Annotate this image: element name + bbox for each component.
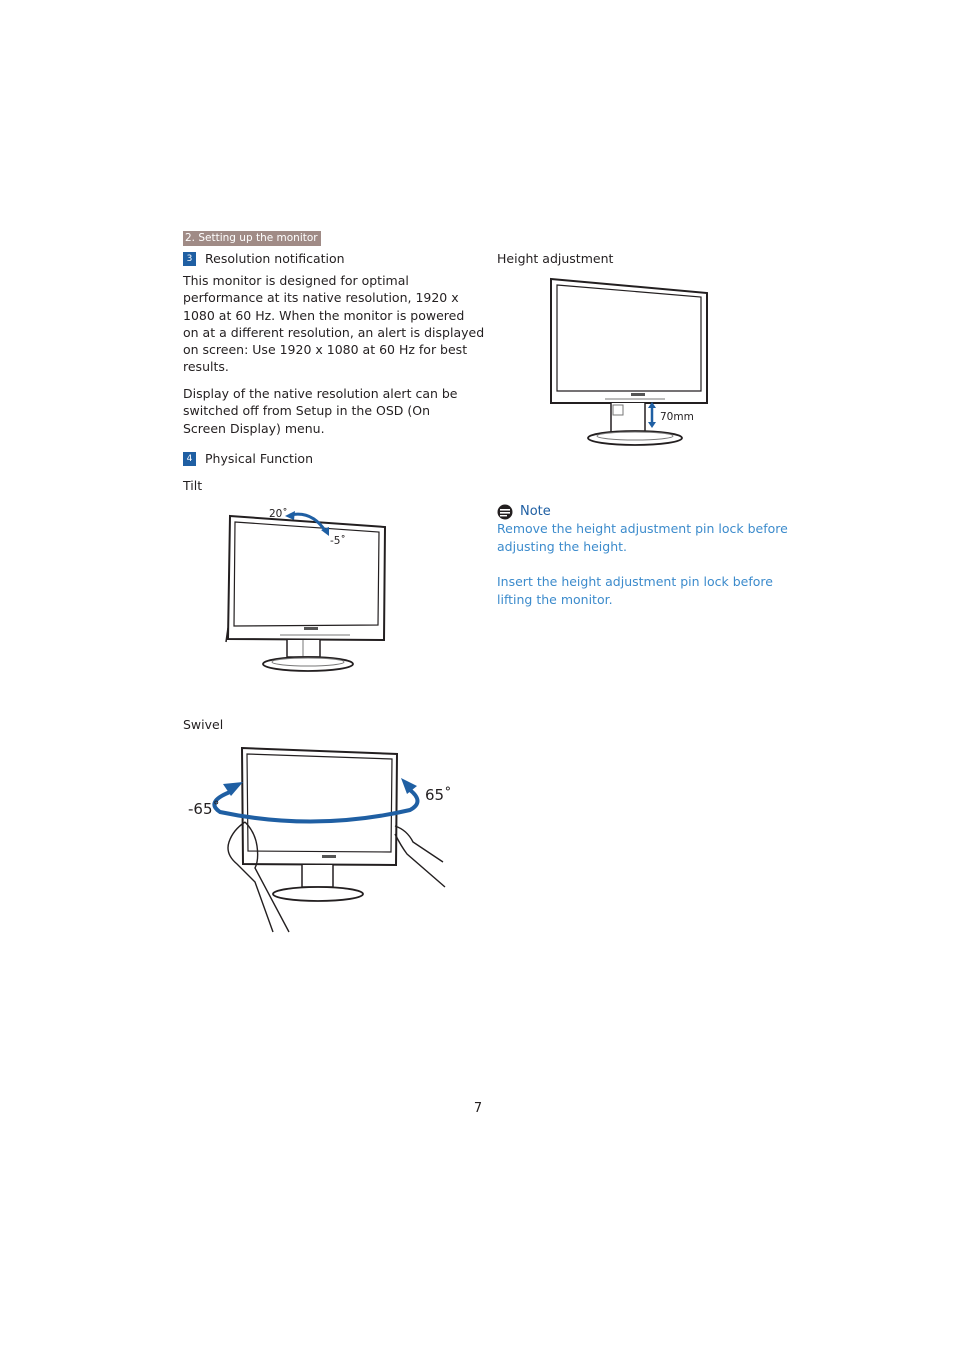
tilt-label: Tilt bbox=[183, 478, 203, 493]
note-line: adjusting the height. bbox=[497, 539, 628, 554]
swivel-angle-left: -65˚ bbox=[188, 800, 220, 818]
note-title: Note bbox=[520, 504, 551, 519]
page-number: 7 bbox=[473, 1101, 483, 1116]
resolution-title: Resolution notification bbox=[205, 251, 345, 266]
text-line: performance at its native resolution, 19… bbox=[183, 290, 459, 306]
physical-title: Physical Function bbox=[205, 451, 313, 466]
text-line: Display of the native resolution alert c… bbox=[183, 386, 458, 401]
note-text-2: Insert the height adjustment pin lock be… bbox=[497, 573, 773, 609]
swivel-angle-right: 65˚ bbox=[425, 786, 450, 804]
text-line: 1080 at 60 Hz. When the monitor is power… bbox=[183, 307, 465, 323]
note-line: Insert the height adjustment pin lock be… bbox=[497, 574, 773, 589]
height-range: 70mm bbox=[660, 411, 694, 423]
resolution-paragraph-1: This monitor is designed for optimal per… bbox=[183, 272, 485, 376]
text-line: This monitor is designed for optimal bbox=[183, 273, 409, 288]
section-number-4: 4 bbox=[183, 452, 196, 466]
swivel-illustration: -65˚ 65˚ bbox=[188, 746, 450, 933]
note-text-1: Remove the height adjustment pin lock be… bbox=[497, 520, 788, 556]
note-icon bbox=[497, 504, 513, 520]
text-line: on screen: Use 1920 x 1080 at 60 Hz for … bbox=[183, 342, 468, 358]
text-line: Screen Display) menu. bbox=[183, 420, 325, 436]
text-line: switched off from Setup in the OSD (On bbox=[183, 403, 431, 419]
tilt-angle-up: 20˚ bbox=[269, 508, 288, 520]
tilt-illustration: 20˚ -5˚ bbox=[225, 508, 387, 672]
text-line: on at a different resolution, an alert i… bbox=[183, 324, 485, 340]
note-line: lifting the monitor. bbox=[497, 592, 613, 607]
swivel-label: Swivel bbox=[183, 717, 224, 732]
section-number-3: 3 bbox=[183, 252, 196, 266]
tilt-angle-down: -5˚ bbox=[330, 535, 346, 547]
resolution-heading: 3 Resolution notification bbox=[183, 251, 443, 267]
note-line: Remove the height adjustment pin lock be… bbox=[497, 521, 788, 536]
height-label: Height adjustment bbox=[497, 251, 614, 266]
height-illustration: 70mm bbox=[550, 277, 708, 446]
text-line: results. bbox=[183, 359, 229, 375]
physical-heading: 4 Physical Function bbox=[183, 451, 383, 467]
resolution-paragraph-2: Display of the native resolution alert c… bbox=[183, 385, 458, 437]
section-tag: 2. Setting up the monitor bbox=[183, 231, 321, 246]
